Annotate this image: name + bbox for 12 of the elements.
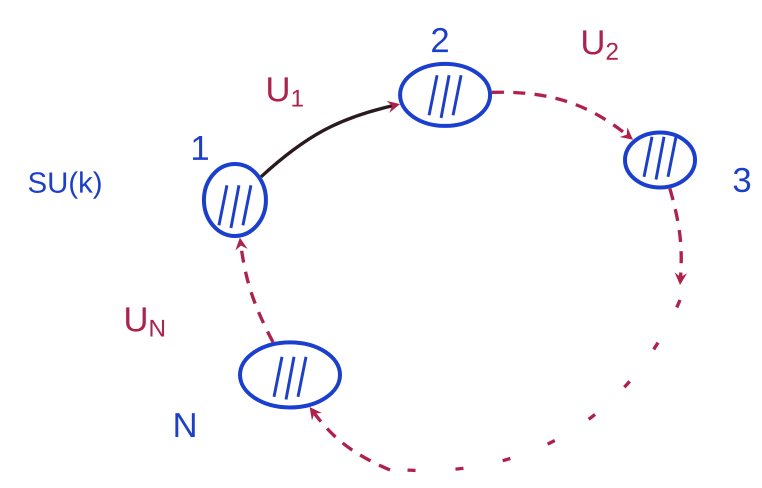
node-number: 3	[734, 168, 750, 192]
edge-label: U$_{1}$	[268, 77, 303, 107]
hatched-ellipse	[238, 340, 342, 410]
hatched-ellipse	[202, 162, 268, 238]
node-number: 2	[432, 28, 448, 52]
hatched-ellipse	[398, 62, 492, 128]
node-number: 1	[193, 136, 208, 160]
group-label: SU(k)	[28, 171, 101, 199]
edge-label: U$_{N}$	[126, 307, 164, 337]
node-number: N	[175, 413, 195, 437]
hatched-ellipse	[623, 130, 698, 190]
edge-label: U$_{2}$	[583, 30, 618, 60]
